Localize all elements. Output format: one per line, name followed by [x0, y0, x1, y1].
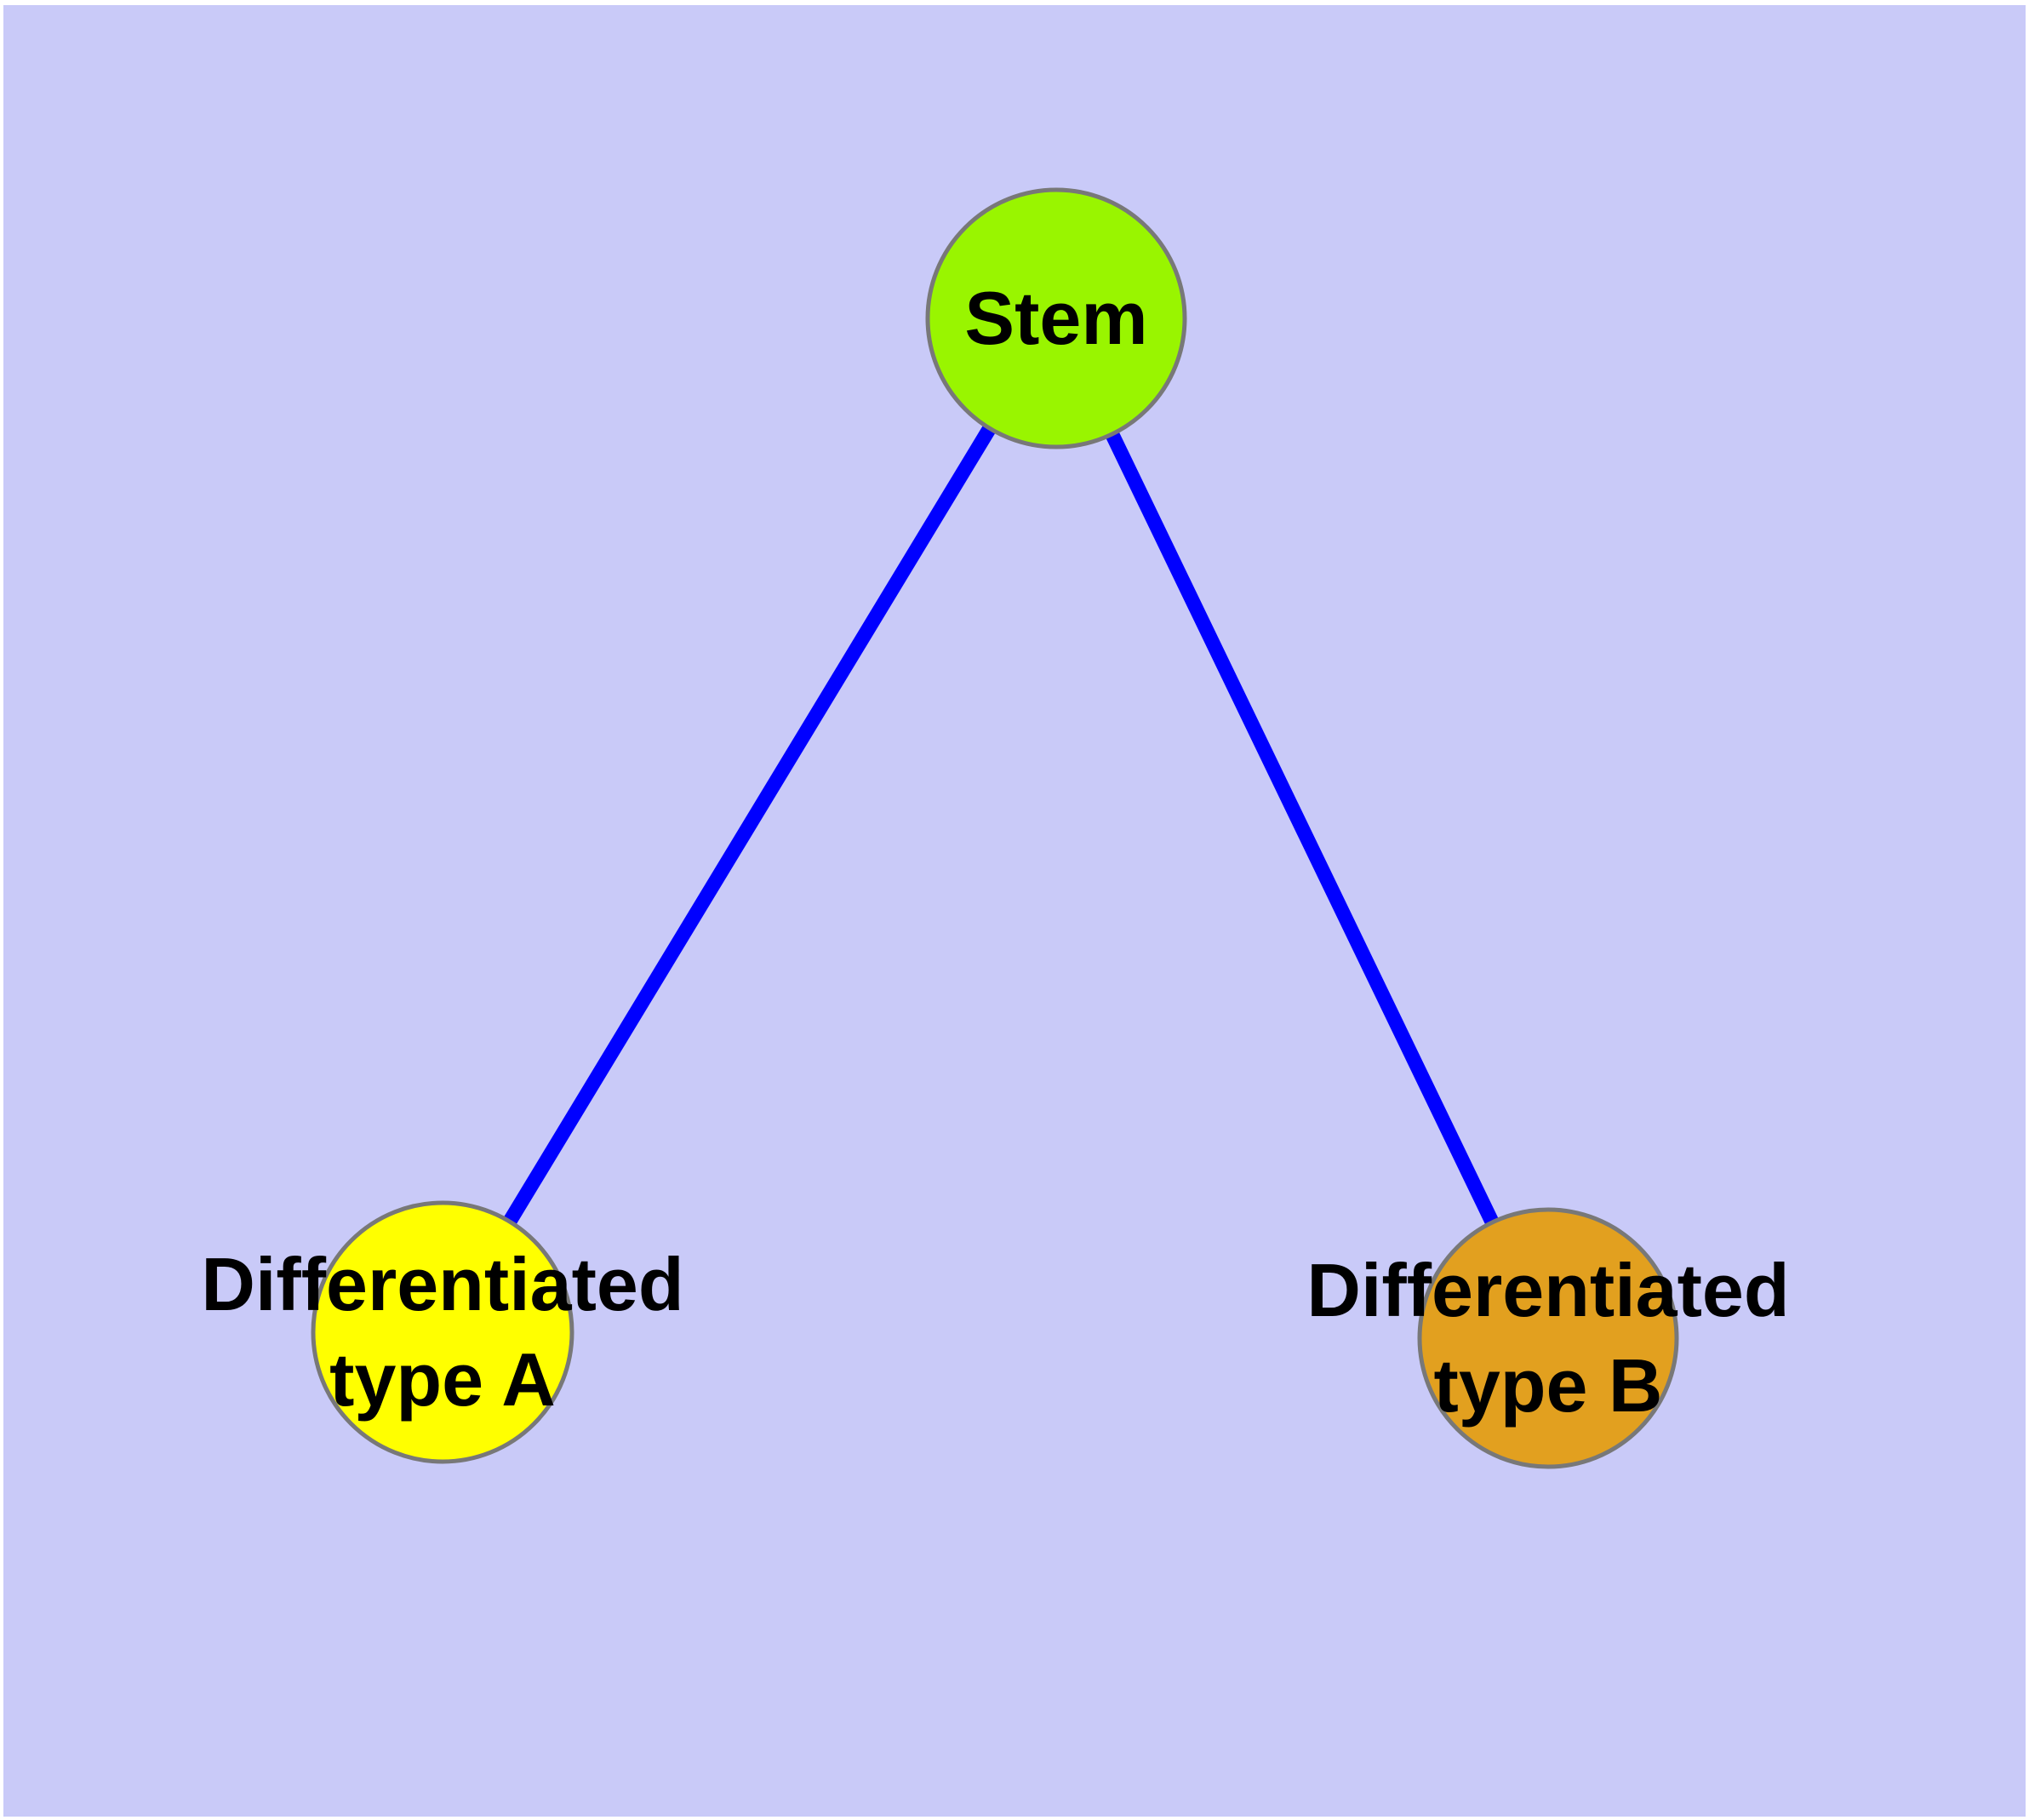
node-type-a-circle: [311, 1200, 574, 1464]
node-stem-circle: [925, 187, 1187, 449]
edge-stem-to-type-b: [1049, 315, 1555, 1342]
node-type-b-circle: [1417, 1207, 1679, 1469]
edge-stem-to-type-a: [436, 314, 1063, 1336]
